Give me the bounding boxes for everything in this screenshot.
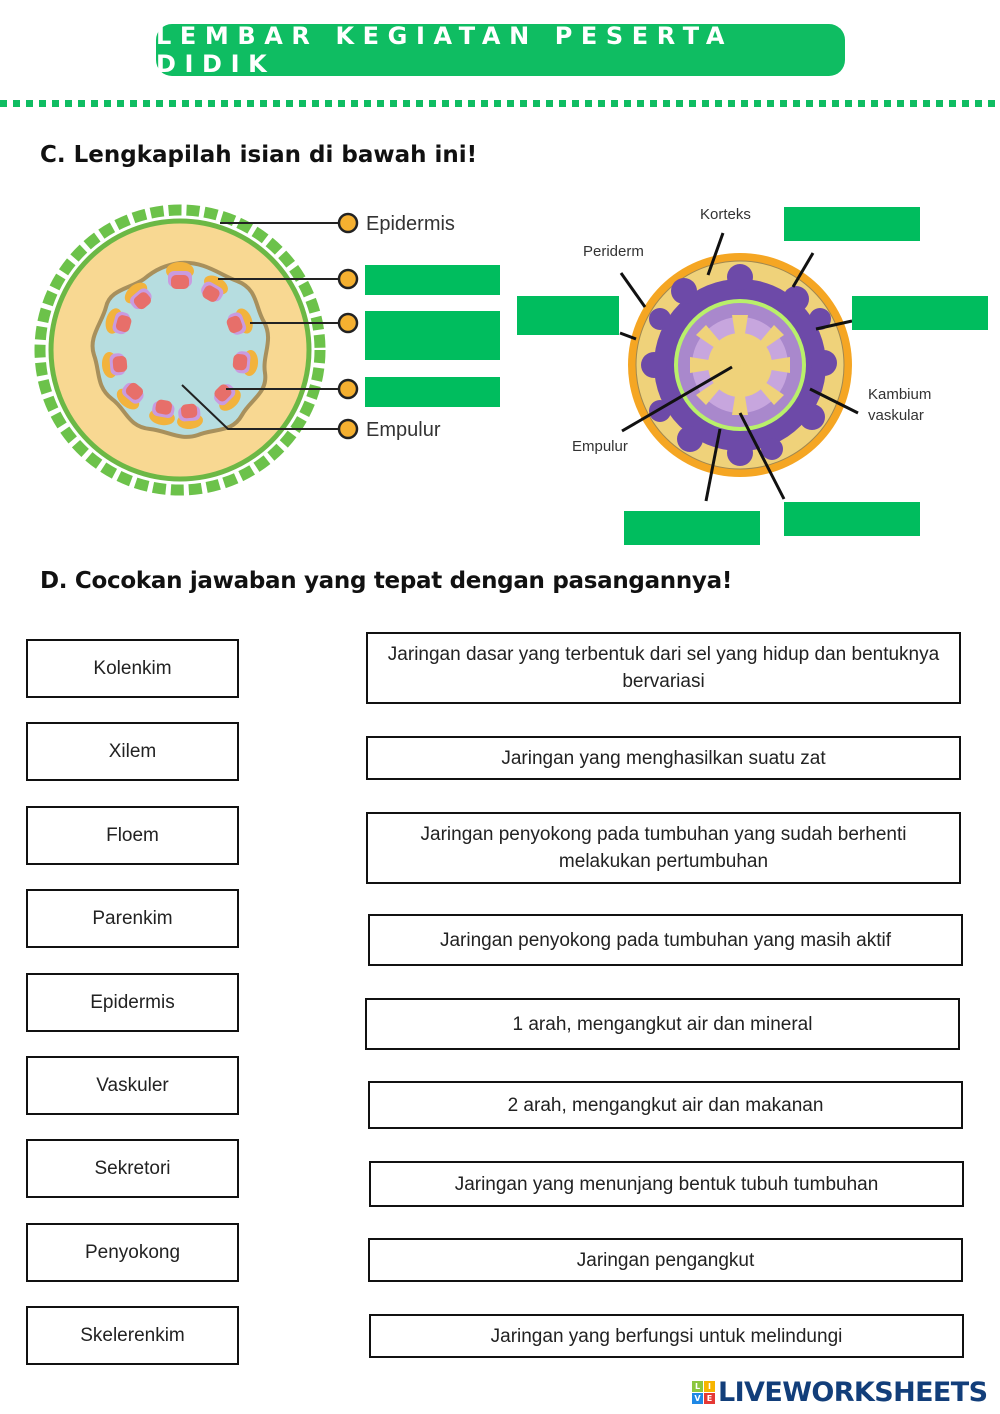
description-box[interactable]: Jaringan yang menghasilkan suatu zat [366, 736, 961, 780]
description-box[interactable]: Jaringan penyokong pada tumbuhan yang ma… [368, 914, 963, 966]
answer-box-right-2[interactable] [517, 296, 619, 335]
answer-box-left-2[interactable] [365, 311, 500, 360]
worksheet-title: LEMBAR KEGIATAN PESERTA DIDIK [156, 22, 734, 78]
term-box[interactable]: Floem [26, 806, 239, 865]
term-box[interactable]: Sekretori [26, 1139, 239, 1198]
section-c-title: C. Lengkapilah isian di bawah ini! [40, 142, 478, 168]
description-box[interactable]: Jaringan pengangkut [368, 1238, 963, 1282]
label-vaskular: vaskular [868, 407, 924, 424]
answer-box-right-4[interactable] [624, 511, 760, 545]
woody-stem-diagram: Korteks Periderm Kambium vaskular Empulu… [572, 206, 931, 502]
label-empulur-right: Empulur [572, 438, 628, 455]
pith [690, 315, 790, 415]
label-markers [337, 212, 359, 440]
logo-tiles-icon: L I V E [692, 1381, 715, 1404]
description-box[interactable]: Jaringan yang menunjang bentuk tubuh tum… [369, 1161, 964, 1207]
label-empulur: Empulur [366, 419, 441, 441]
term-box[interactable]: Xilem [26, 722, 239, 781]
term-box[interactable]: Parenkim [26, 889, 239, 948]
term-box[interactable]: Epidermis [26, 973, 239, 1032]
stem-cross-section-diagram: Epidermis Empulur [34, 204, 455, 496]
label-kambium: Kambium [868, 386, 931, 403]
answer-box-left-1[interactable] [365, 265, 500, 295]
term-box[interactable]: Vaskuler [26, 1056, 239, 1115]
term-box[interactable]: Skelerenkim [26, 1306, 239, 1365]
description-box[interactable]: 1 arah, mengangkut air dan mineral [365, 998, 960, 1050]
worksheet-title-banner: LEMBAR KEGIATAN PESERTA DIDIK [156, 22, 845, 78]
description-box[interactable]: Jaringan yang berfungsi untuk melindungi [369, 1314, 964, 1358]
label-korteks: Korteks [700, 206, 751, 223]
epidermis-cells [34, 204, 326, 496]
term-box[interactable]: Kolenkim [26, 639, 239, 698]
answer-box-left-3[interactable] [365, 377, 500, 407]
term-box[interactable]: Penyokong [26, 1223, 239, 1282]
liveworksheets-logo: L I V E LIVEWORKSHEETS [692, 1377, 988, 1408]
label-periderm: Periderm [583, 243, 644, 260]
label-epidermis: Epidermis [366, 213, 455, 235]
leader-lines-right [619, 232, 859, 502]
section-d-title: D. Cocokan jawaban yang tepat dengan pas… [40, 568, 733, 594]
description-box[interactable]: Jaringan penyokong pada tumbuhan yang su… [366, 812, 961, 884]
vascular-bundles [101, 262, 259, 430]
answer-box-right-1[interactable] [784, 207, 920, 241]
description-box[interactable]: 2 arah, mengangkut air dan makanan [368, 1081, 963, 1129]
logo-text: LIVEWORKSHEETS [718, 1377, 988, 1408]
dotted-divider [0, 100, 1000, 107]
description-box[interactable]: Jaringan dasar yang terbentuk dari sel y… [366, 632, 961, 704]
answer-box-right-5[interactable] [784, 502, 920, 536]
leader-lines [181, 222, 338, 430]
answer-box-right-3[interactable] [852, 296, 988, 330]
